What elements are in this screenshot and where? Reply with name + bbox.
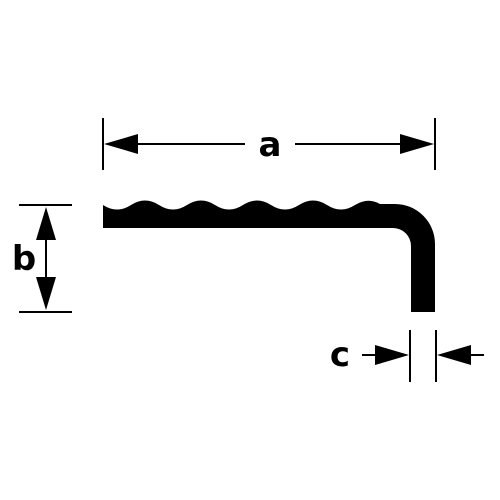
- dimension-a-label: a: [259, 125, 282, 165]
- dimension-a-left-arrowhead: [104, 134, 138, 154]
- dimension-c-label: c: [330, 335, 350, 375]
- dimension-c-right-arrowhead: [437, 345, 471, 365]
- dimension-b: [19, 204, 72, 313]
- dimension-a-right-arrowhead: [400, 134, 434, 154]
- dimension-c: [362, 330, 484, 382]
- hook-profile-body: [103, 200, 435, 312]
- dimension-b-bottom-arrowhead: [36, 277, 56, 310]
- dimension-c-left-arrowhead: [375, 345, 409, 365]
- dimension-b-label: b: [12, 239, 36, 279]
- dimension-b-top-arrowhead: [36, 207, 56, 240]
- dimension-a: [102, 118, 436, 170]
